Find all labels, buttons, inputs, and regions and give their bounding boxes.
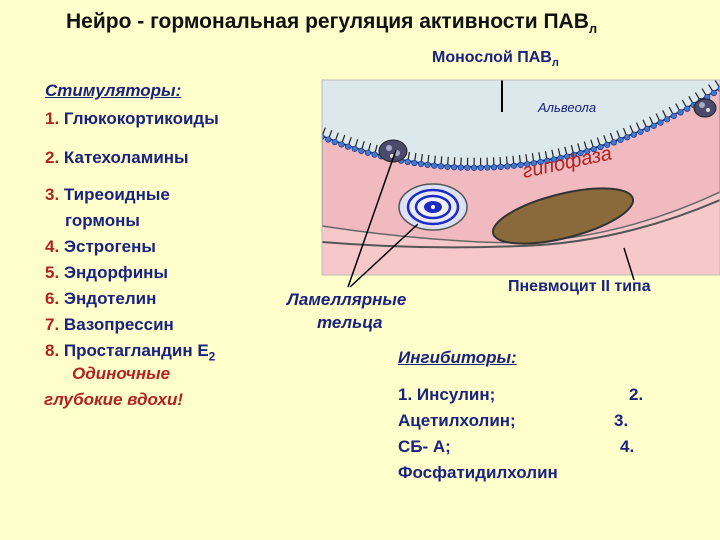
surfactant-head	[325, 136, 332, 143]
inhibitor-num-4: 4.	[620, 437, 635, 456]
stimulators-heading: Стимуляторы:	[45, 81, 182, 100]
inhibitors-list: 1. Инсулин; Ацетилхолин; СБ- А; Фосфатид…	[398, 382, 558, 486]
surfactant-head	[564, 153, 571, 160]
surfactant-head	[577, 149, 584, 157]
inhibitor-line-1: 1. Инсулин;	[398, 385, 496, 404]
lamellar-pointer-1	[347, 149, 397, 288]
diagram-frame	[321, 79, 720, 276]
stimulator-item-3: 3. Тиреоидные	[45, 185, 170, 204]
surfactant-head	[437, 163, 444, 170]
surfactant-head	[338, 141, 345, 148]
surfactant-head	[497, 163, 504, 170]
stimulator-item-4: 4. Эстрогены	[45, 237, 156, 256]
lamellar-pointer-2	[349, 223, 419, 288]
inhibitor-num-2: 2.	[629, 385, 644, 404]
surfactant-head	[331, 138, 338, 146]
stimulator-item-5: 5. Эндорфины	[45, 263, 168, 282]
stimulators-list: 1. Глюкокортикоиды 2. Катехоламины 3. Ти…	[45, 106, 219, 369]
surfactant-head	[477, 164, 484, 171]
surfactant-head	[664, 116, 671, 123]
surfactant-head	[710, 89, 717, 97]
surfactant-head	[570, 151, 577, 158]
surfactant-head	[517, 161, 524, 169]
surfactant-head	[404, 158, 411, 165]
surfactant-head	[717, 85, 720, 92]
secreted-cluster-2	[693, 98, 717, 118]
surfactant-head	[364, 149, 372, 156]
surfactant-head	[490, 164, 498, 171]
surfactant-head	[537, 158, 544, 166]
stimulator-item-1: 1. Глюкокортикоиды	[45, 109, 219, 128]
surfactant-head	[597, 143, 604, 151]
surfactant-head	[550, 156, 557, 163]
surfactant-head	[617, 136, 624, 144]
surfactant-head	[557, 154, 564, 162]
stimulator-item-8: 8. Простагландин Е2	[45, 341, 216, 364]
surfactant-head	[670, 112, 677, 120]
surfactant-head	[358, 147, 365, 154]
surfactant-head	[590, 146, 597, 153]
surfactant-head	[411, 159, 418, 167]
monolayer-label: Монослой ПАВл	[432, 49, 559, 70]
lamellar-label-line1: Ламеллярные	[287, 290, 407, 309]
secreted-cluster-1	[378, 139, 408, 163]
stimulator-item-6: 6. Эндотелин	[45, 289, 157, 308]
stimulator-item-3-cont: гормоны	[65, 211, 140, 230]
lamellar-body	[398, 183, 468, 231]
surfactant-head	[457, 164, 464, 171]
inhibitor-line-3: СБ- А;	[398, 437, 451, 456]
surfactant-head	[351, 145, 358, 152]
surfactant-head	[530, 160, 538, 167]
nucleus	[491, 187, 635, 245]
title-subscript: л	[588, 21, 598, 37]
surfactant-head	[644, 125, 651, 132]
pneumocyte-label: Пневмоцит II типа	[508, 278, 651, 295]
inhibitor-line-2: Ацетилхолин;	[398, 411, 516, 430]
surfactant-head	[470, 164, 478, 171]
surfactant-head	[544, 157, 551, 164]
surfactant-head	[431, 162, 438, 169]
surfactant-head	[444, 163, 451, 170]
surfactant-head	[630, 131, 637, 138]
inhibitor-line-4: Фосфатидилхолин	[398, 463, 558, 482]
surfactant-head	[624, 134, 631, 141]
surfactant-head	[504, 163, 511, 170]
cell-membrane	[322, 199, 720, 249]
surfactant-head	[464, 164, 471, 171]
surfactant-molecules	[322, 80, 720, 171]
alveola-label: Альвеола	[537, 100, 596, 115]
stimulator-item-2: 2. Катехоламины	[45, 148, 189, 167]
surfactant-head	[637, 128, 644, 135]
surfactant-head	[604, 141, 611, 148]
surfactant-head	[344, 143, 352, 150]
surfactant-head	[371, 151, 378, 158]
surfactant-head	[451, 164, 458, 171]
alveola-lumen	[322, 80, 720, 167]
surfactant-head	[322, 133, 325, 141]
lamellar-label-line2: тельца	[317, 313, 383, 332]
surfactant-head	[657, 119, 664, 126]
page-title: Нейро - гормональная регуляция активност…	[66, 10, 597, 36]
surfactant-head	[584, 148, 591, 155]
inhibitor-num-3: 3.	[614, 411, 629, 430]
surfactant-head	[684, 105, 691, 112]
surfactant-head	[510, 162, 518, 169]
surfactant-head	[417, 160, 425, 168]
surfactant-head	[424, 161, 431, 168]
inhibitors-heading: Ингибиторы:	[398, 348, 517, 367]
surfactant-head	[650, 122, 657, 129]
surfactant-head	[677, 109, 684, 116]
surfactant-head	[484, 164, 491, 171]
surfactant-head	[610, 139, 617, 146]
deep-breaths-line2: глубокие вдохи!	[44, 390, 183, 409]
deep-breaths-line1: Одиночные	[72, 364, 171, 383]
surfactant-head	[524, 161, 531, 168]
stimulator-item-7: 7. Вазопрессин	[45, 315, 174, 334]
pneumocyte-pointer	[623, 247, 635, 281]
title-main: Нейро - гормональная регуляция активност…	[66, 10, 589, 33]
